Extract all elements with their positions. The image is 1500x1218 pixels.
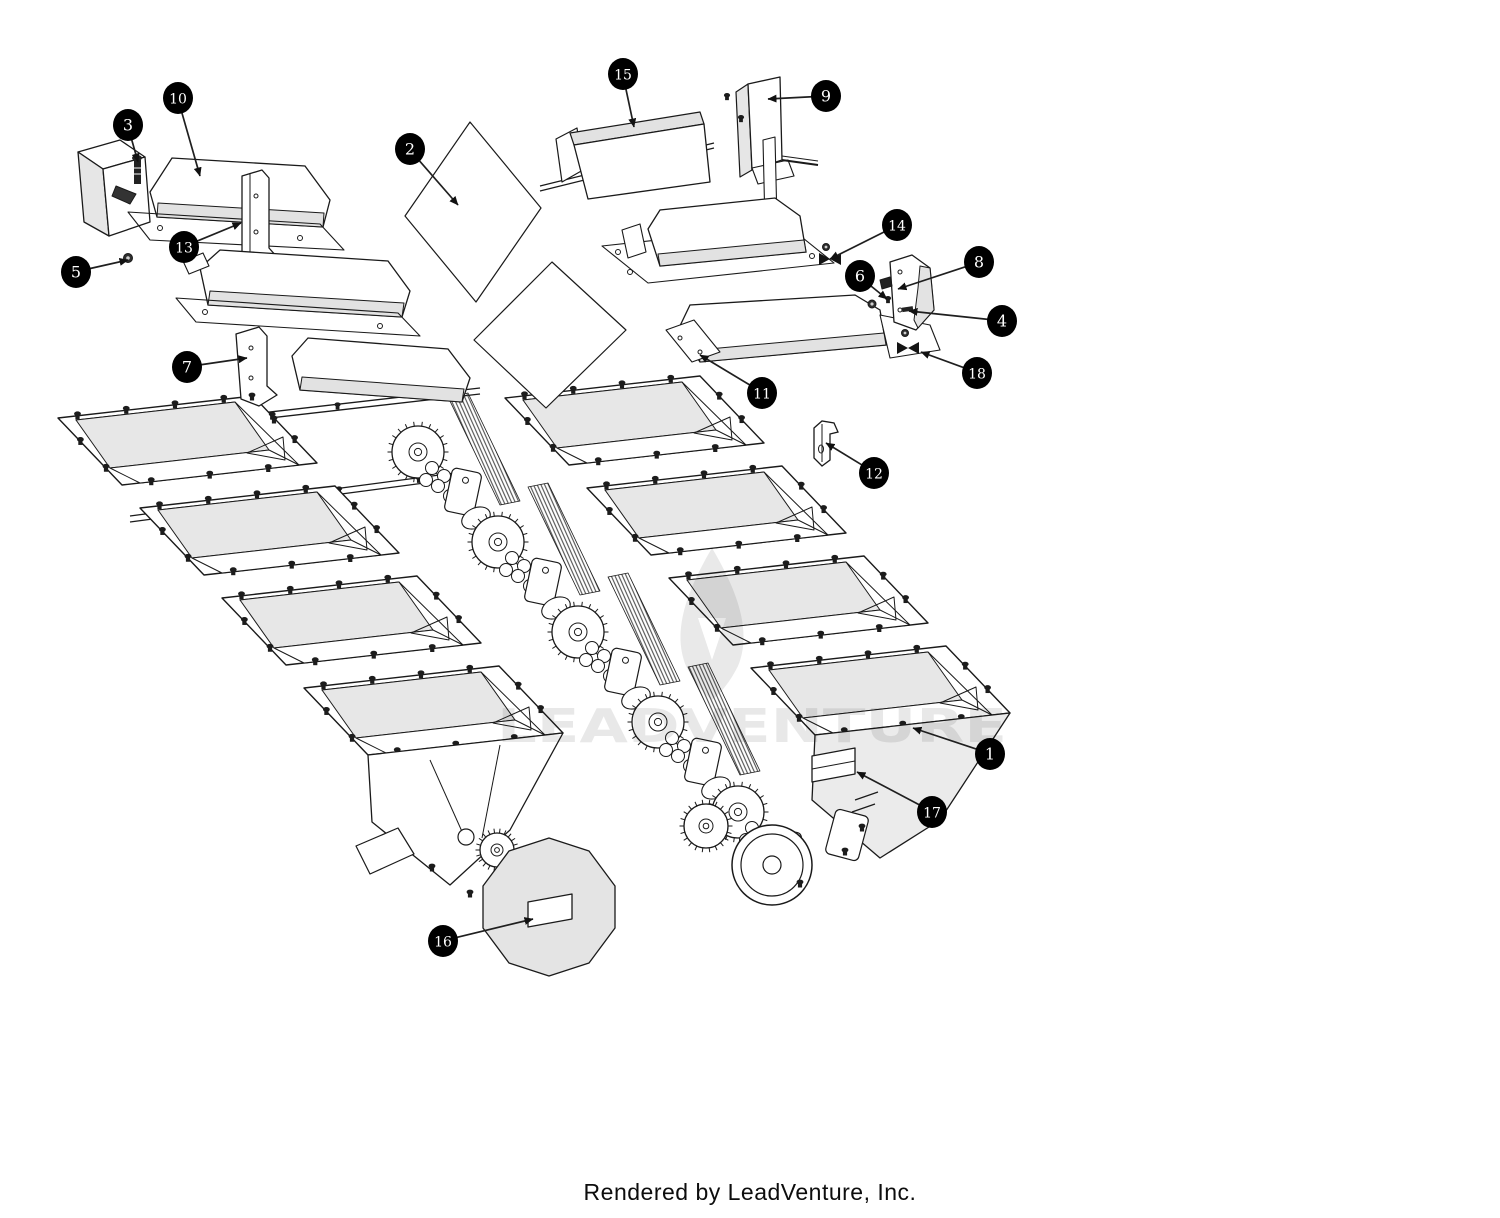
cover-shield-parts [77,76,941,467]
callout-bubble[interactable] [113,109,143,141]
callout-12[interactable]: 12 [825,442,889,489]
callout-2[interactable]: 2 [395,133,459,206]
watermark: LEADVENTURE [497,548,1007,753]
callout-bubble[interactable] [428,925,458,957]
callout-number: 13 [175,241,193,257]
callout-13[interactable]: 13 [169,222,242,263]
callout-number: 12 [865,467,883,483]
callout-number: 18 [968,367,986,383]
callout-5[interactable]: 5 [61,256,129,288]
callout-bubble[interactable] [917,796,947,828]
callout-number: 2 [405,140,415,159]
callout-7[interactable]: 7 [172,351,248,383]
callout-number: 11 [753,387,771,403]
callout-number: 10 [169,92,187,108]
callout-number: 9 [821,87,831,106]
callout-number: 14 [888,219,906,235]
callout-bubble[interactable] [747,377,777,409]
callout-number: 1 [985,745,995,764]
callout-bubble[interactable] [975,738,1005,770]
callout-15[interactable]: 15 [608,58,638,128]
callout-16[interactable]: 16 [428,917,534,957]
callout-1[interactable]: 1 [912,726,1005,770]
callout-number: 15 [614,68,632,84]
right-hopper-boxes [504,374,1011,859]
callout-9[interactable]: 9 [767,80,841,112]
callout-bubble[interactable] [811,80,841,112]
callout-bubble[interactable] [163,82,193,114]
callout-bubble[interactable] [962,357,992,389]
callout-number: 16 [434,935,452,951]
callout-10[interactable]: 10 [163,82,202,177]
callout-18[interactable]: 18 [920,351,992,389]
callout-number: 17 [923,806,941,822]
callout-bubble[interactable] [845,260,875,292]
footer-credit: Rendered by LeadVenture, Inc. [583,1179,917,1205]
callout-number: 7 [182,358,192,377]
callout-bubble[interactable] [169,231,199,263]
callout-bubble[interactable] [61,256,91,288]
callout-bubble[interactable] [172,351,202,383]
callout-number: 3 [123,116,133,135]
callout-bubble[interactable] [859,457,889,489]
callout-bubble[interactable] [964,246,994,278]
drive-wheel-assembly [679,799,869,906]
left-hopper-boxes [57,394,616,977]
callout-8[interactable]: 8 [897,246,994,291]
callout-number: 8 [974,253,984,272]
callout-bubble[interactable] [882,209,912,241]
callout-bubble[interactable] [395,133,425,165]
callout-4[interactable]: 4 [908,305,1017,337]
callout-bubble[interactable] [608,58,638,90]
callout-number: 4 [997,312,1007,331]
callout-3[interactable]: 3 [113,109,143,163]
callout-bubble[interactable] [987,305,1017,337]
callout-14[interactable]: 14 [829,209,912,260]
leadventure-flame-logo-icon [680,548,744,700]
callout-17[interactable]: 17 [856,771,947,828]
callout-number: 5 [71,263,81,282]
callout-11[interactable]: 11 [699,354,777,409]
callout-number: 6 [855,267,865,286]
callout-6[interactable]: 6 [845,260,888,300]
watermark-text: LEADVENTURE [497,699,1007,753]
